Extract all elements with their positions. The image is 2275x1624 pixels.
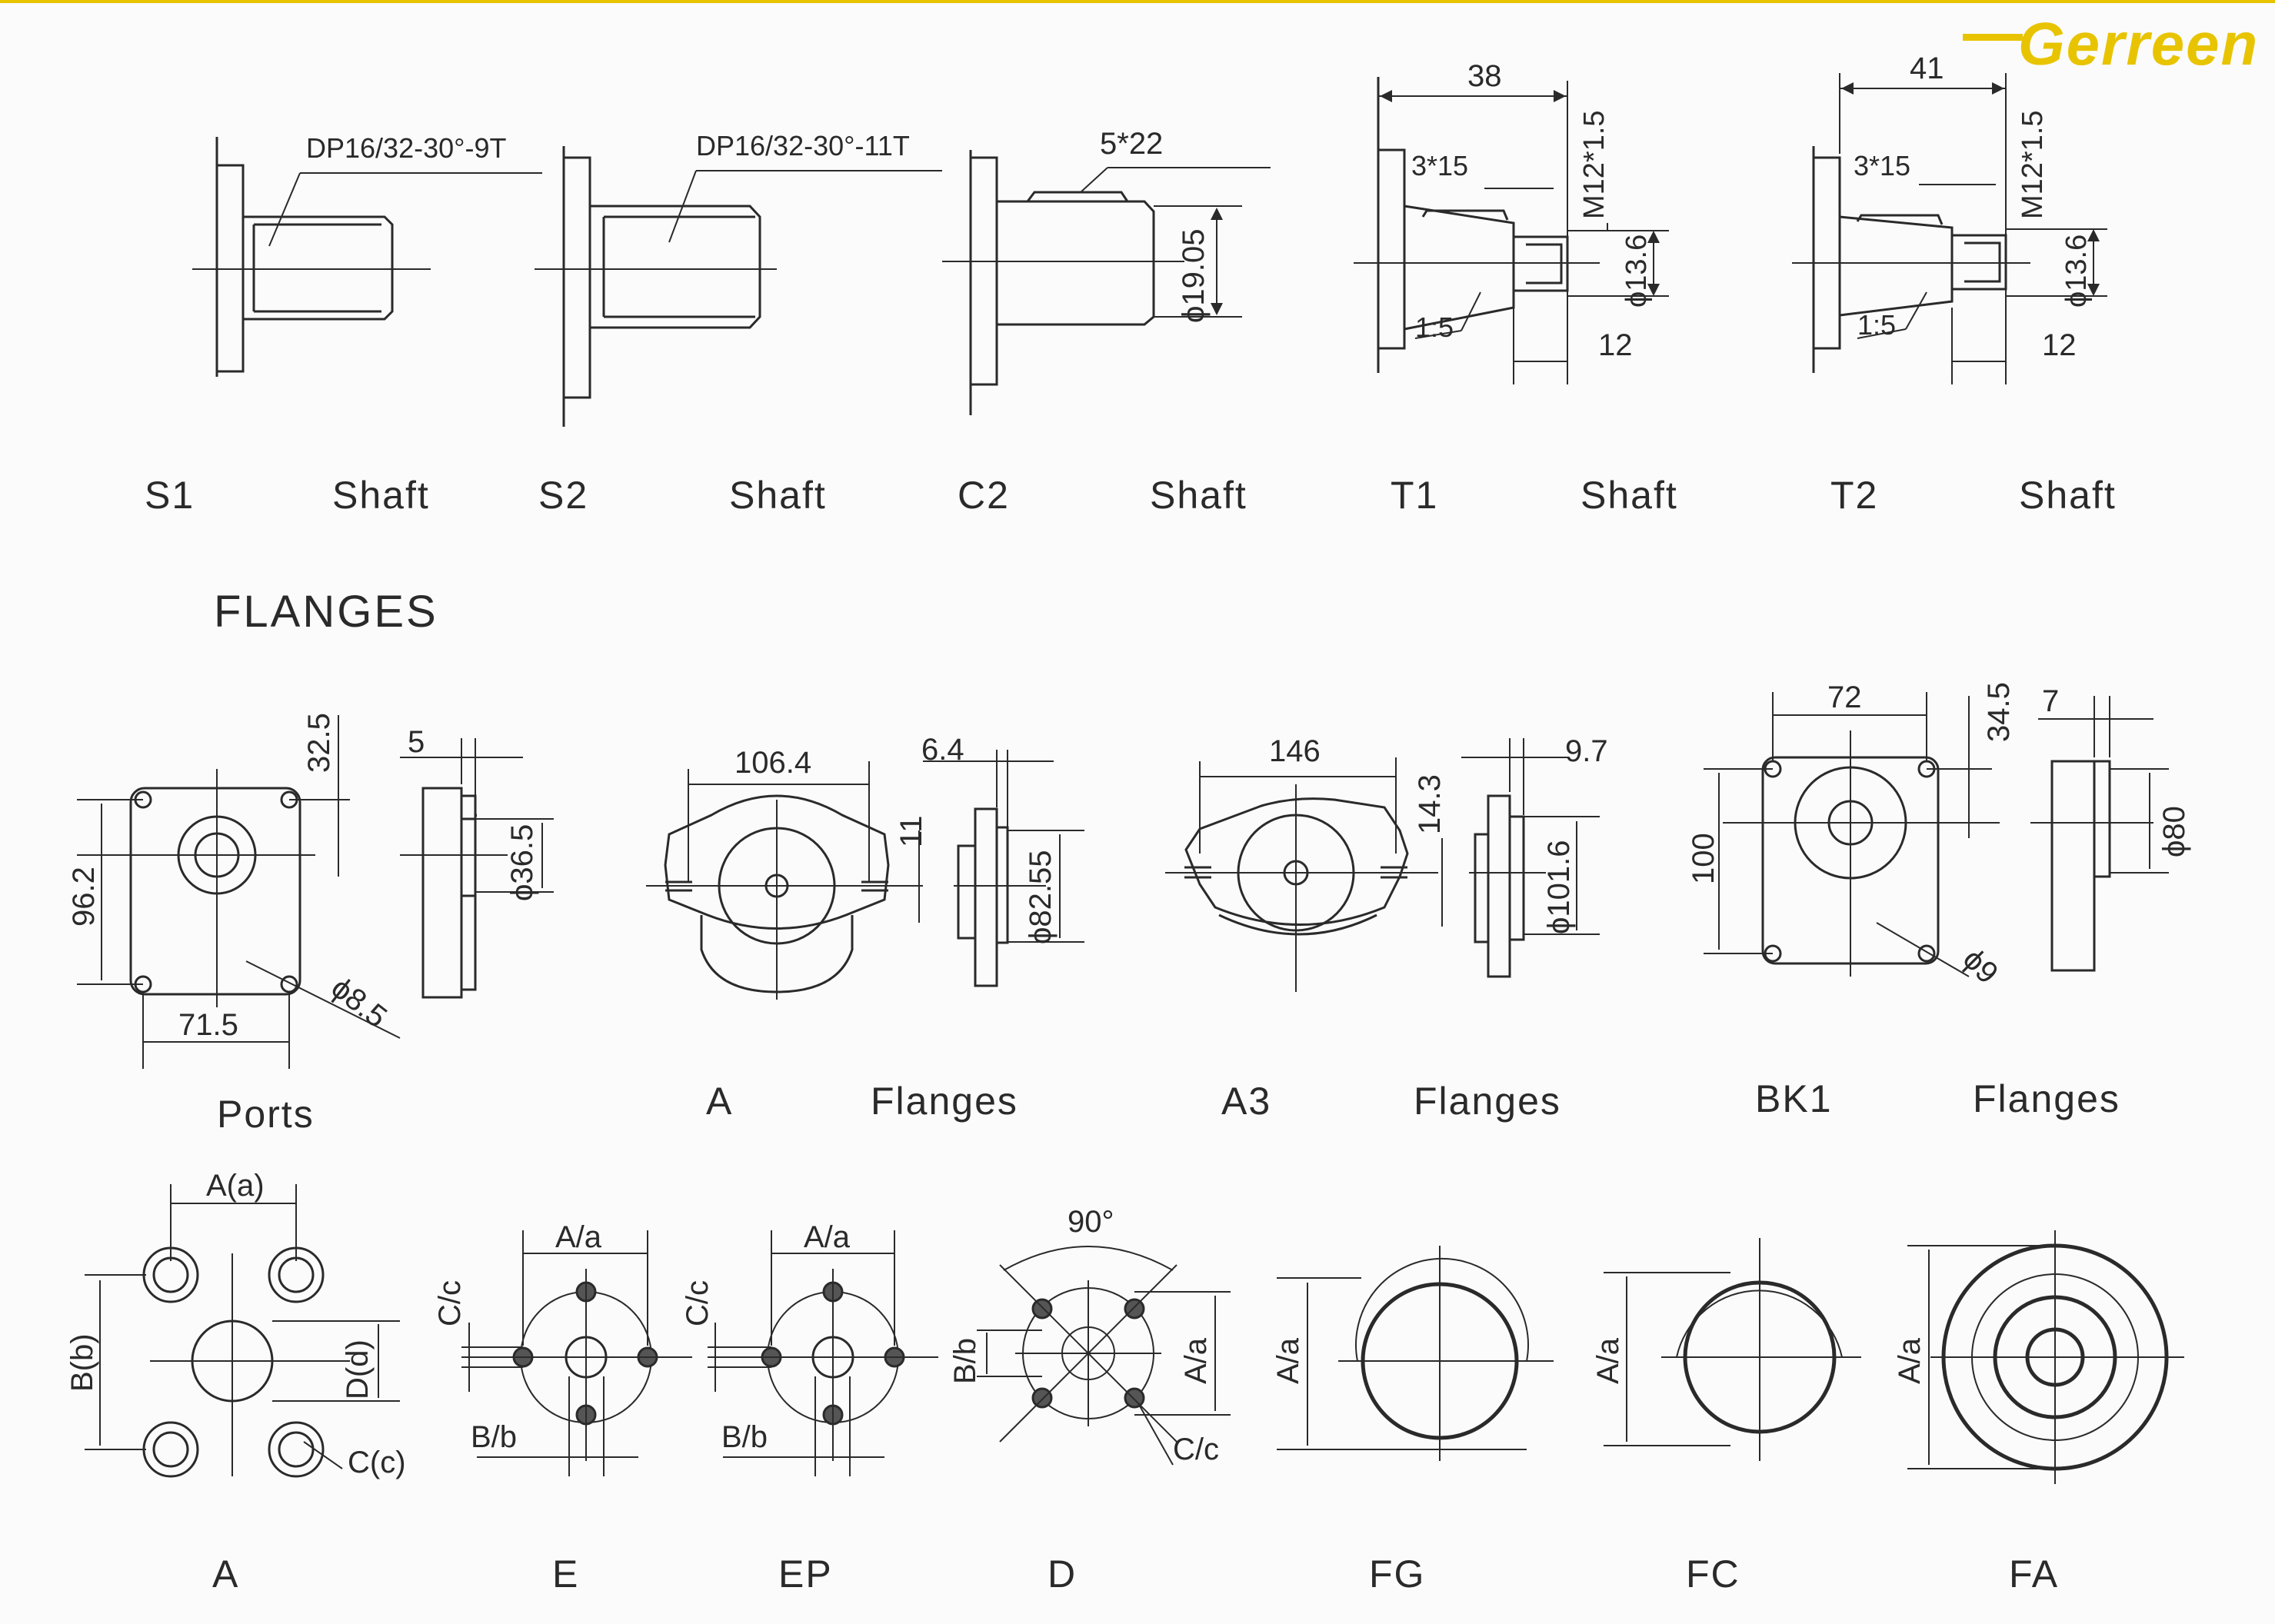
t1-length-text: 38: [1467, 59, 1502, 93]
flange-a3-span-text: 146: [1269, 734, 1321, 768]
port-d-drawing: [977, 1246, 1231, 1466]
ports-thickness-text: 5: [408, 725, 425, 759]
bk1-width-text: 72: [1827, 681, 1862, 714]
port-a-drawing: [85, 1184, 400, 1478]
ports-pilot-text: ϕ36.5: [505, 824, 539, 901]
shaft-t1-label: Shaft: [1581, 474, 1678, 517]
shaft-s2-code: S2: [538, 474, 589, 517]
port-ep-label: EP: [778, 1552, 833, 1596]
port-ep-drawing: [708, 1230, 938, 1476]
port-fg-drawing: [1277, 1246, 1554, 1461]
port-a-dim-d: D(d): [341, 1339, 375, 1399]
shaft-t2-drawing: [1792, 73, 2107, 384]
t1-taper-text: 1:5: [1415, 311, 1454, 343]
t1-end-text: 12: [1598, 328, 1633, 362]
bk1-hole-text: ϕ9: [1957, 942, 2005, 990]
shaft-t1-code: T1: [1391, 474, 1439, 517]
port-d-angle: 90°: [1068, 1205, 1114, 1239]
port-ep-dim-c: C/c: [681, 1280, 714, 1326]
s1-spec-text: DP16/32-30°-9T: [306, 132, 507, 164]
port-fa-drawing: [1907, 1230, 2184, 1484]
ports-width-text: 71.5: [178, 1008, 238, 1042]
flange-a-slot-text: 11: [894, 815, 928, 847]
flange-a-pilot-text: ϕ82.55: [1024, 850, 1058, 945]
flange-a3-code: A3: [1221, 1080, 1272, 1123]
flange-bk1-label: Flanges: [1973, 1077, 2120, 1120]
top-accent-line: [0, 0, 2275, 3]
shaft-c2-code: C2: [958, 474, 1010, 517]
ports-offset-text: 32.5: [302, 713, 336, 773]
t2-thread-text: M12*1.5: [2017, 110, 2049, 219]
shaft-s1-code: S1: [145, 474, 195, 517]
svg-text:Gerreen: Gerreen: [2018, 10, 2255, 74]
port-e-label: E: [552, 1552, 580, 1596]
shaft-c2-drawing: [942, 150, 1271, 415]
flanges-section-title: FLANGES: [214, 587, 438, 637]
bk1-thickness-text: 7: [2042, 684, 2059, 718]
shaft-s2-label: Shaft: [729, 474, 827, 517]
port-a-label: A: [212, 1552, 240, 1596]
c2-diameter-text: ϕ19.05: [1177, 229, 1211, 324]
flange-a-code: A: [706, 1080, 734, 1123]
flange-a-label: Flanges: [871, 1080, 1018, 1123]
port-fc-drawing: [1604, 1238, 1861, 1461]
shaft-t2-code: T2: [1830, 474, 1879, 517]
port-a-dim-a: A(a): [206, 1169, 265, 1203]
bk1-height-text: 100: [1687, 833, 1720, 884]
port-e-dim-b: B/b: [471, 1420, 517, 1454]
shaft-c2-label: Shaft: [1150, 474, 1247, 517]
port-ep-dim-a: A/a: [804, 1220, 851, 1254]
port-fc-dim-a: A/a: [1591, 1337, 1625, 1384]
port-d-dim-a: A/a: [1179, 1337, 1213, 1384]
flange-bk1-drawing: [1704, 692, 2169, 977]
t1-diameter-text: ϕ13.6: [1620, 235, 1653, 308]
ports-height-text: 96.2: [67, 867, 101, 927]
shaft-s1-label: Shaft: [332, 474, 430, 517]
t2-diameter-text: ϕ13.6: [2060, 235, 2093, 308]
port-e-dim-a: A/a: [555, 1220, 602, 1254]
shaft-t1-drawing: [1354, 77, 1669, 384]
t2-key-text: 3*15: [1854, 150, 1910, 181]
port-d-label: D: [1048, 1552, 1078, 1596]
shaft-s2-drawing: [535, 146, 942, 427]
brand-logo: Gerreen: [1963, 10, 2255, 74]
flange-a-drawing: [646, 750, 1084, 1000]
flange-a3-pilot-text: ϕ101.6: [1542, 840, 1576, 935]
bk1-offset-text: 34.5: [1982, 682, 2016, 742]
c2-key-text: 5*22: [1100, 127, 1163, 161]
port-fa-label: FA: [2009, 1552, 2060, 1596]
flange-bk1-code: BK1: [1755, 1077, 1833, 1120]
port-fg-label: FG: [1369, 1552, 1426, 1596]
port-e-drawing: [461, 1230, 692, 1476]
t2-length-text: 41: [1910, 52, 1944, 85]
shaft-t2-label: Shaft: [2019, 474, 2117, 517]
port-d-dim-c: C/c: [1173, 1433, 1219, 1466]
port-a-dim-c: C(c): [348, 1446, 406, 1479]
flange-a-thickness-text: 6.4: [921, 733, 964, 767]
port-a-dim-b: B(b): [65, 1333, 99, 1392]
port-d-dim-b: B/b: [948, 1338, 982, 1384]
t1-thread-text: M12*1.5: [1578, 110, 1610, 219]
t1-key-text: 3*15: [1411, 150, 1468, 181]
ports-flange-drawing: [77, 715, 554, 1069]
ports-hole-text: ϕ8.5: [325, 970, 393, 1034]
shaft-s1-drawing: [192, 137, 542, 377]
s2-spec-text: DP16/32-30°-11T: [696, 130, 910, 161]
port-e-dim-c: C/c: [433, 1280, 467, 1326]
bk1-pilot-text: ϕ80: [2157, 806, 2191, 857]
port-fc-label: FC: [1686, 1552, 1740, 1596]
flange-a3-label: Flanges: [1414, 1080, 1561, 1123]
flange-a3-slot-text: 14.3: [1413, 774, 1447, 834]
flange-ports-label: Ports: [217, 1093, 315, 1136]
t2-taper-text: 1:5: [1857, 309, 1896, 341]
port-fg-dim-a: A/a: [1271, 1337, 1305, 1384]
flange-a3-drawing: [1165, 738, 1600, 992]
port-fa-dim-a: A/a: [1893, 1337, 1927, 1384]
t2-end-text: 12: [2042, 328, 2077, 362]
flange-a-span-text: 106.4: [734, 746, 811, 780]
port-ep-dim-b: B/b: [721, 1420, 768, 1454]
flange-a3-thickness-text: 9.7: [1565, 734, 1608, 768]
